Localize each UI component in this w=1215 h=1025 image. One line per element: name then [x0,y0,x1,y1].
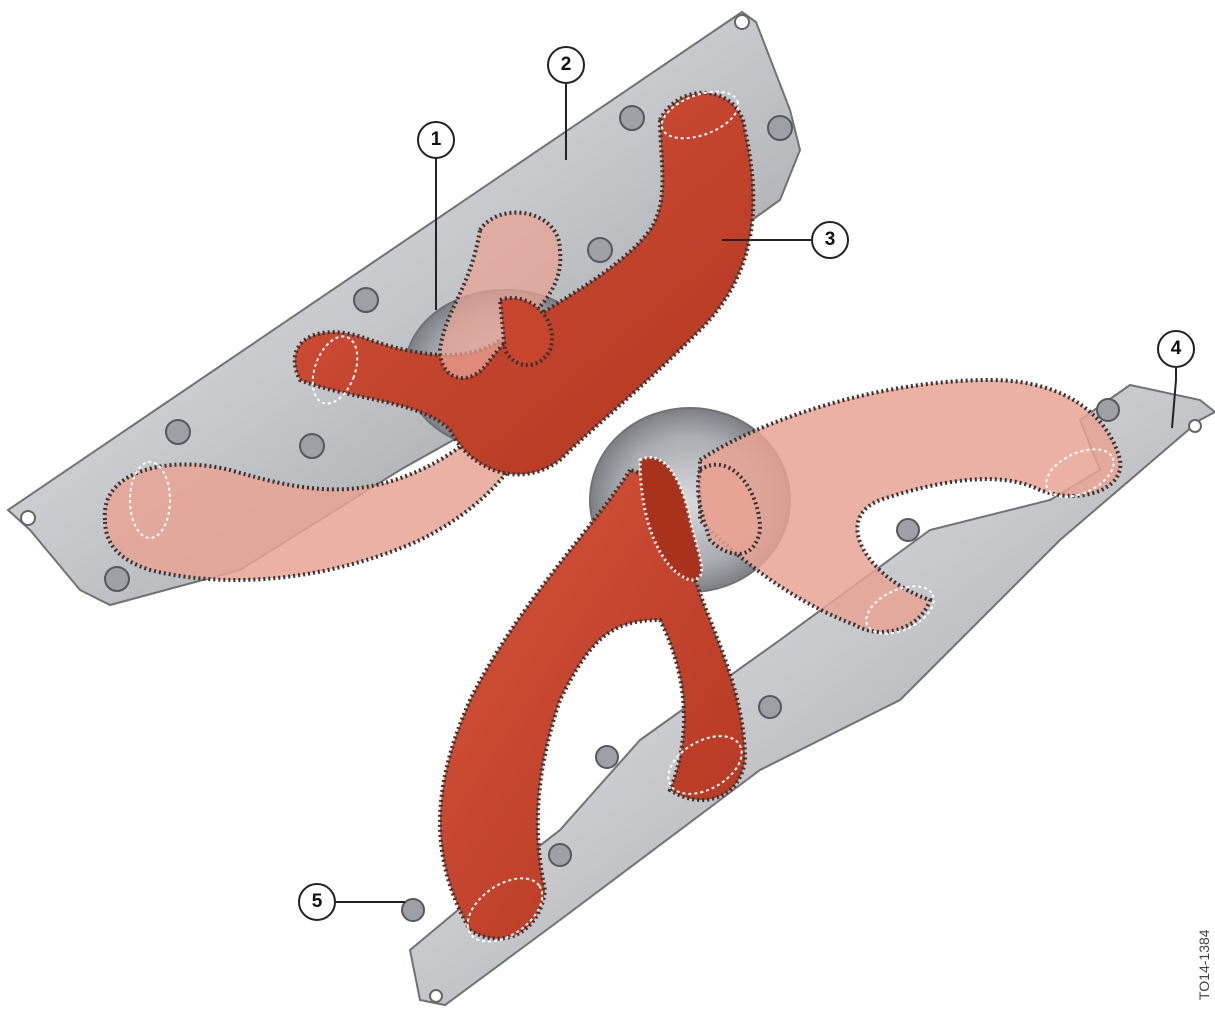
bolt [1097,399,1119,421]
bolt [768,116,792,140]
upper-mount-hole-left [21,511,35,525]
bolt [897,519,919,541]
upper-mount-hole-right [735,15,749,29]
bolt [105,567,129,591]
callout-3: 3 [811,221,849,259]
callout-4: 4 [1157,330,1195,368]
bolt [596,746,618,768]
bolt [549,844,571,866]
callout-1: 1 [417,121,455,159]
bolt [620,106,644,130]
bolt [588,238,612,262]
lower-mount-hole-left [430,990,442,1002]
callout-5: 5 [298,883,336,921]
callout-2: 2 [547,46,585,84]
bolt [300,434,324,458]
bolt [759,696,781,718]
bolt [166,420,190,444]
bolt [354,288,378,312]
bolt [402,899,424,921]
lower-mount-hole-right [1189,420,1201,432]
figure-id-label: TO14-1384 [1196,929,1212,1000]
